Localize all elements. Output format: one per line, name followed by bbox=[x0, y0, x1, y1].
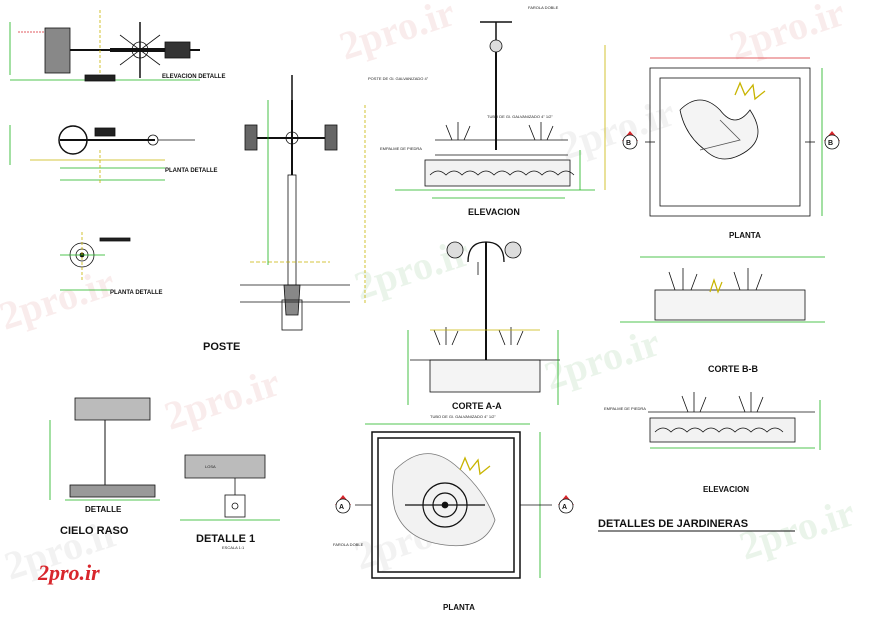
detalle-1-scale: ESCALA 1:1 bbox=[222, 545, 245, 550]
planta-top-right-drawing bbox=[645, 57, 823, 217]
watermark: 2pro.ir bbox=[0, 259, 120, 338]
section-marker-b-left: B bbox=[622, 131, 638, 150]
farola-note-2: FAROLA DOBLE bbox=[333, 542, 364, 547]
svg-text:A: A bbox=[339, 504, 344, 511]
brand-logo: 2pro.ir bbox=[38, 560, 100, 585]
section-marker-a-right: A bbox=[558, 495, 574, 514]
elevacion-right-label: ELEVACION bbox=[703, 485, 749, 494]
cielo-raso-label: CIELO RASO bbox=[60, 525, 129, 537]
svg-text:B: B bbox=[626, 140, 631, 147]
elevacion-top-label: ELEVACION bbox=[468, 207, 520, 217]
corte-aa-drawing bbox=[407, 241, 560, 405]
detalle-1-label: DETALLE 1 bbox=[196, 533, 255, 545]
detalles-jardineras-title: DETALLES DE JARDINERAS bbox=[598, 518, 748, 530]
tubo-note-1: TUBO DE Gl. GALVANIZADO 4" 1/2" bbox=[487, 114, 553, 119]
watermark: 2pro.ir bbox=[734, 489, 860, 568]
corte-bb-drawing bbox=[620, 256, 825, 323]
elevacion-right-drawing bbox=[648, 392, 821, 450]
elevacion-planter-drawing bbox=[395, 21, 606, 199]
corte-bb-label: CORTE B-B bbox=[708, 364, 758, 374]
watermark: 2pro.ir bbox=[159, 359, 285, 438]
farola-note: FAROLA DOBLE bbox=[528, 5, 559, 10]
planta-bottom-label: PLANTA bbox=[443, 603, 475, 612]
detalle-1-drawing bbox=[180, 454, 280, 521]
detalle-label: DETALLE bbox=[85, 505, 122, 514]
poste-label: POSTE bbox=[203, 341, 240, 353]
svg-text:B: B bbox=[828, 140, 833, 147]
cielo-raso-drawing bbox=[49, 397, 160, 501]
empalme-note-2: EMPALME DE PIEDRA bbox=[604, 406, 646, 411]
planta-top-right-label: PLANTA bbox=[729, 231, 761, 240]
section-marker-b-right: B bbox=[824, 131, 840, 150]
empalme-note: EMPALME DE PIEDRA bbox=[380, 146, 422, 151]
planta-bottom-drawing bbox=[355, 423, 552, 579]
section-marker-a-left: A bbox=[335, 495, 351, 514]
elevacion-detalle-drawing bbox=[9, 10, 200, 82]
watermark: 2pro.ir bbox=[334, 0, 460, 69]
poste-note: POSTE DE Gl. GALVANIZADO 4" bbox=[368, 76, 429, 81]
planta-detalle-2-drawing bbox=[60, 232, 131, 291]
poste-drawing bbox=[240, 75, 366, 331]
losa-note: LOSA bbox=[205, 464, 216, 469]
planta-detalle-2-label: PLANTA DETALLE bbox=[110, 290, 163, 296]
tubo-note-2: TUBO DE Gl. GALVANIZADO 4" 1/2" bbox=[430, 414, 496, 419]
watermark: 2pro.ir bbox=[349, 229, 475, 308]
corte-aa-label: CORTE A-A bbox=[452, 401, 502, 411]
watermark: 2pro.ir bbox=[554, 89, 680, 168]
planta-detalle-drawing bbox=[9, 125, 195, 185]
svg-text:A: A bbox=[562, 504, 567, 511]
elevacion-detalle-label: ELEVACION DETALLE bbox=[162, 74, 225, 80]
planta-detalle-label: PLANTA DETALLE bbox=[165, 168, 218, 174]
